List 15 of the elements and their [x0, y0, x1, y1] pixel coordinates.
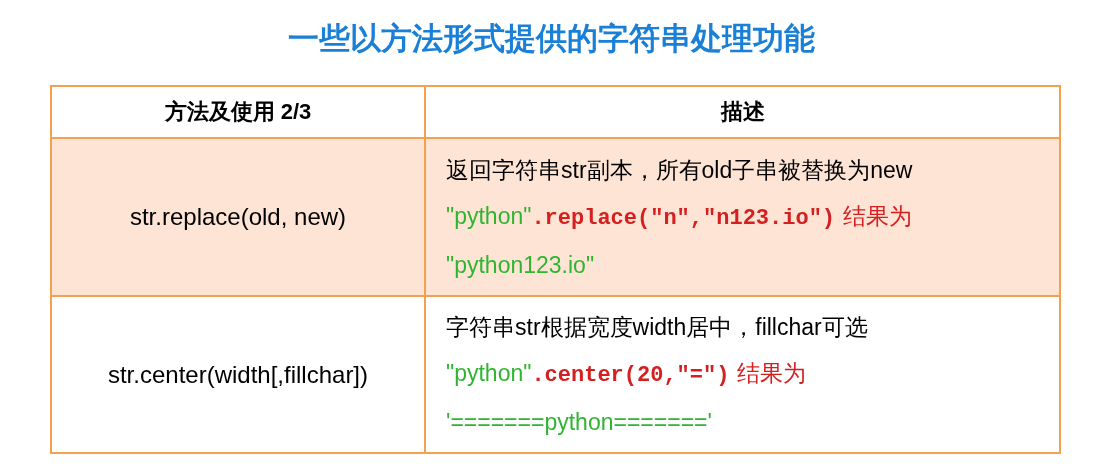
string-literal: '=======python=======' — [446, 408, 713, 437]
string-literal: "python" — [446, 359, 532, 388]
string-literal: "python" — [446, 201, 532, 231]
result-text: 结果为 — [843, 201, 913, 231]
method-call: str.replace(old, new) — [129, 202, 347, 232]
description-text: 返回字符串str副本，所有old子串被替换为new — [446, 155, 914, 185]
column-header: 描述 — [720, 98, 765, 126]
result-text: 结果为 — [737, 359, 807, 388]
code-snippet: .center(20,"=") — [531, 362, 730, 390]
method-call: str.center(width[,fillchar]) — [107, 359, 369, 390]
code-snippet: .replace("n","n123.io") — [531, 204, 836, 233]
string-literal: "python123.io" — [446, 250, 596, 280]
title: 一些以方法形式提供的字符串处理功能 — [286, 20, 816, 58]
description-text: 字符串str根据宽度width居中，fillchar可选 — [446, 313, 869, 342]
column-header: 方法及使用 2/3 — [164, 98, 312, 126]
